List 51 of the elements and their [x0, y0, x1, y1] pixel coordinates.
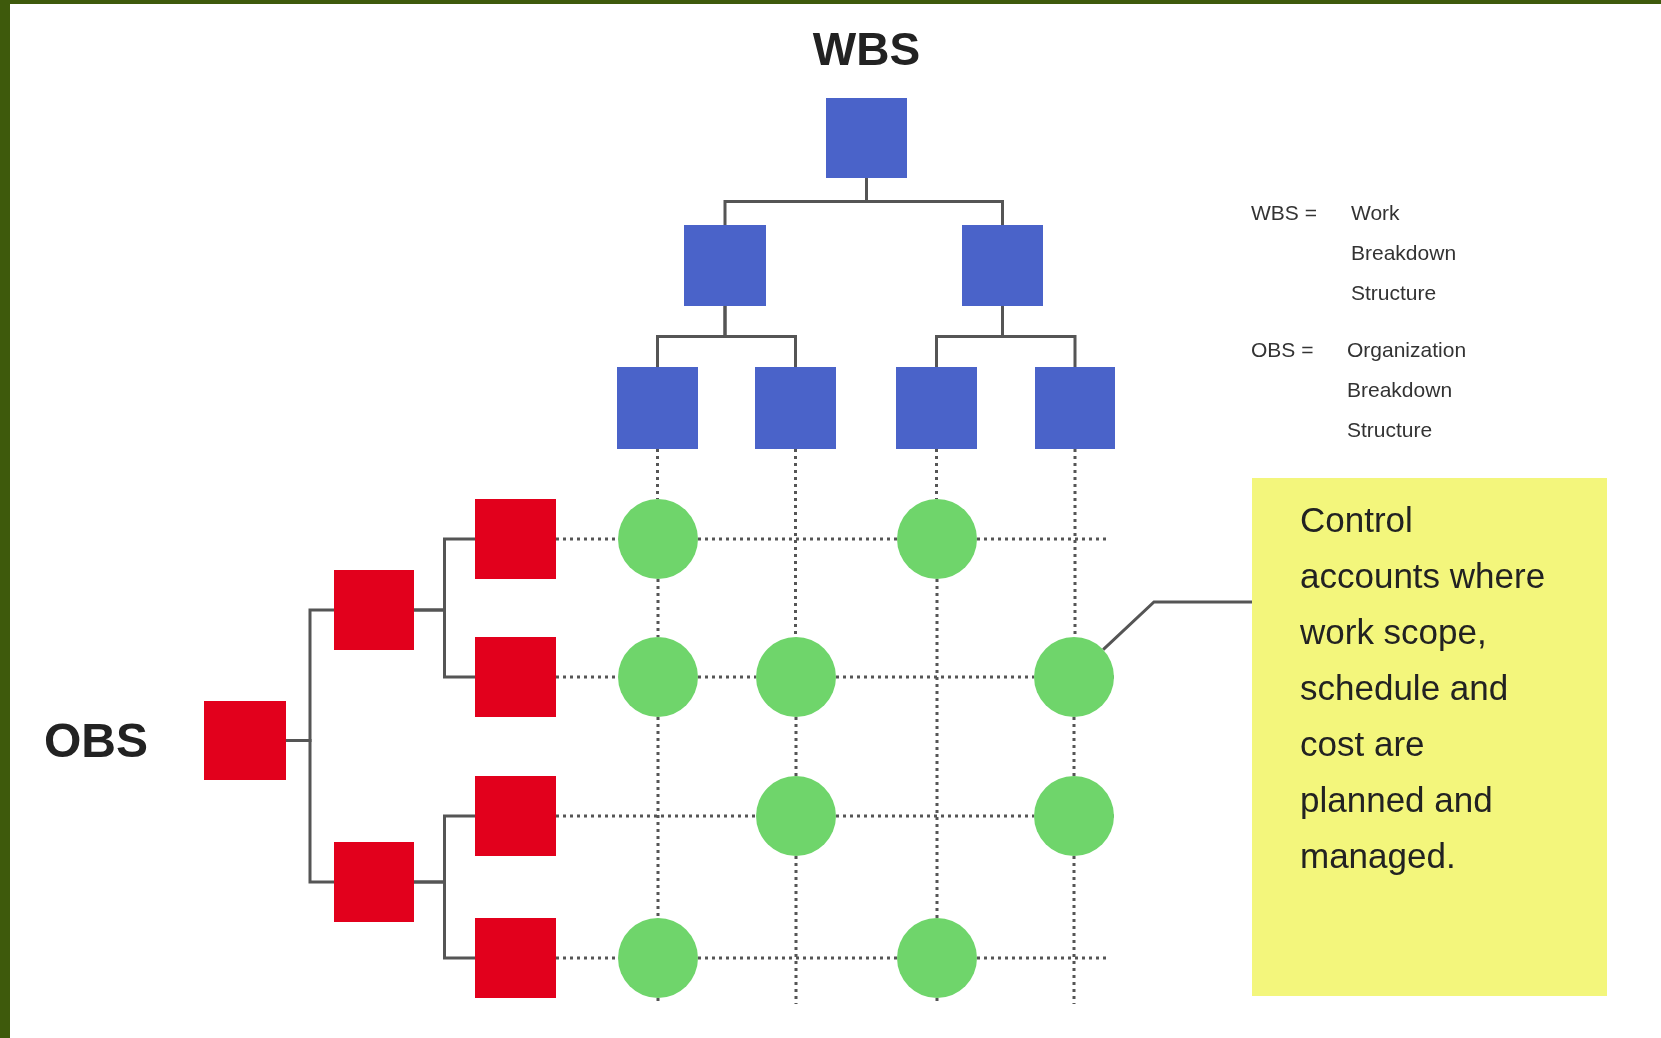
- wbs-heading: WBS: [811, 26, 922, 72]
- callout-text: Control accounts where work scope, schedule and cost are planned and managed.: [1300, 499, 1547, 877]
- wbs-element-box: [617, 367, 698, 449]
- connector-line: [286, 739, 334, 884]
- grid-connector: [977, 956, 1109, 960]
- grid-connector: [556, 956, 618, 960]
- grid-connector: [935, 449, 938, 499]
- grid-connector: [698, 956, 897, 960]
- grid-connector: [656, 717, 660, 918]
- connector-line: [1001, 306, 1077, 367]
- wbs-element-box: [962, 225, 1043, 306]
- grid-connector: [935, 998, 939, 1004]
- obs-element-box: [475, 776, 556, 856]
- grid-connector: [794, 717, 798, 776]
- connector-line: [414, 608, 475, 679]
- grid-connector: [1072, 717, 1076, 776]
- grid-connector: [656, 449, 659, 499]
- grid-connector: [556, 814, 756, 818]
- grid-connector: [836, 814, 1034, 818]
- obs-element-box: [475, 637, 556, 717]
- grid-connector: [836, 675, 1034, 679]
- grid-connector: [698, 537, 897, 541]
- callout-box: [1252, 478, 1607, 996]
- connector-line: [723, 306, 797, 367]
- grid-connector: [794, 856, 798, 1004]
- connector-line: [414, 880, 475, 960]
- connector-line: [865, 178, 1004, 225]
- abbreviation-term: WBS =: [1251, 200, 1317, 226]
- abbreviation-definition: Work Breakdown Structure: [1351, 200, 1458, 306]
- obs-element-box: [475, 499, 556, 579]
- wbs-element-box: [755, 367, 836, 449]
- wbs-element-box: [1035, 367, 1115, 449]
- abbreviation-definition: Organization Breakdown Structure: [1347, 337, 1468, 443]
- obs-element-box: [334, 570, 414, 650]
- grid-connector: [977, 537, 1109, 541]
- obs-element-box: [475, 918, 556, 998]
- grid-connector: [656, 579, 660, 637]
- grid-connector: [656, 998, 660, 1004]
- obs-element-box: [334, 842, 414, 922]
- wbs-element-box: [684, 225, 766, 306]
- grid-connector: [556, 675, 618, 679]
- obs-heading: OBS: [44, 717, 148, 765]
- grid-connector: [794, 449, 797, 637]
- grid-connector: [1072, 856, 1076, 1004]
- wbs-element-box: [896, 367, 977, 449]
- grid-connector: [935, 579, 939, 918]
- leader-line: [1102, 600, 1252, 651]
- grid-connector: [1073, 449, 1077, 637]
- abbreviation-term: OBS =: [1251, 337, 1314, 363]
- grid-connector: [556, 537, 618, 541]
- grid-connector: [698, 675, 756, 679]
